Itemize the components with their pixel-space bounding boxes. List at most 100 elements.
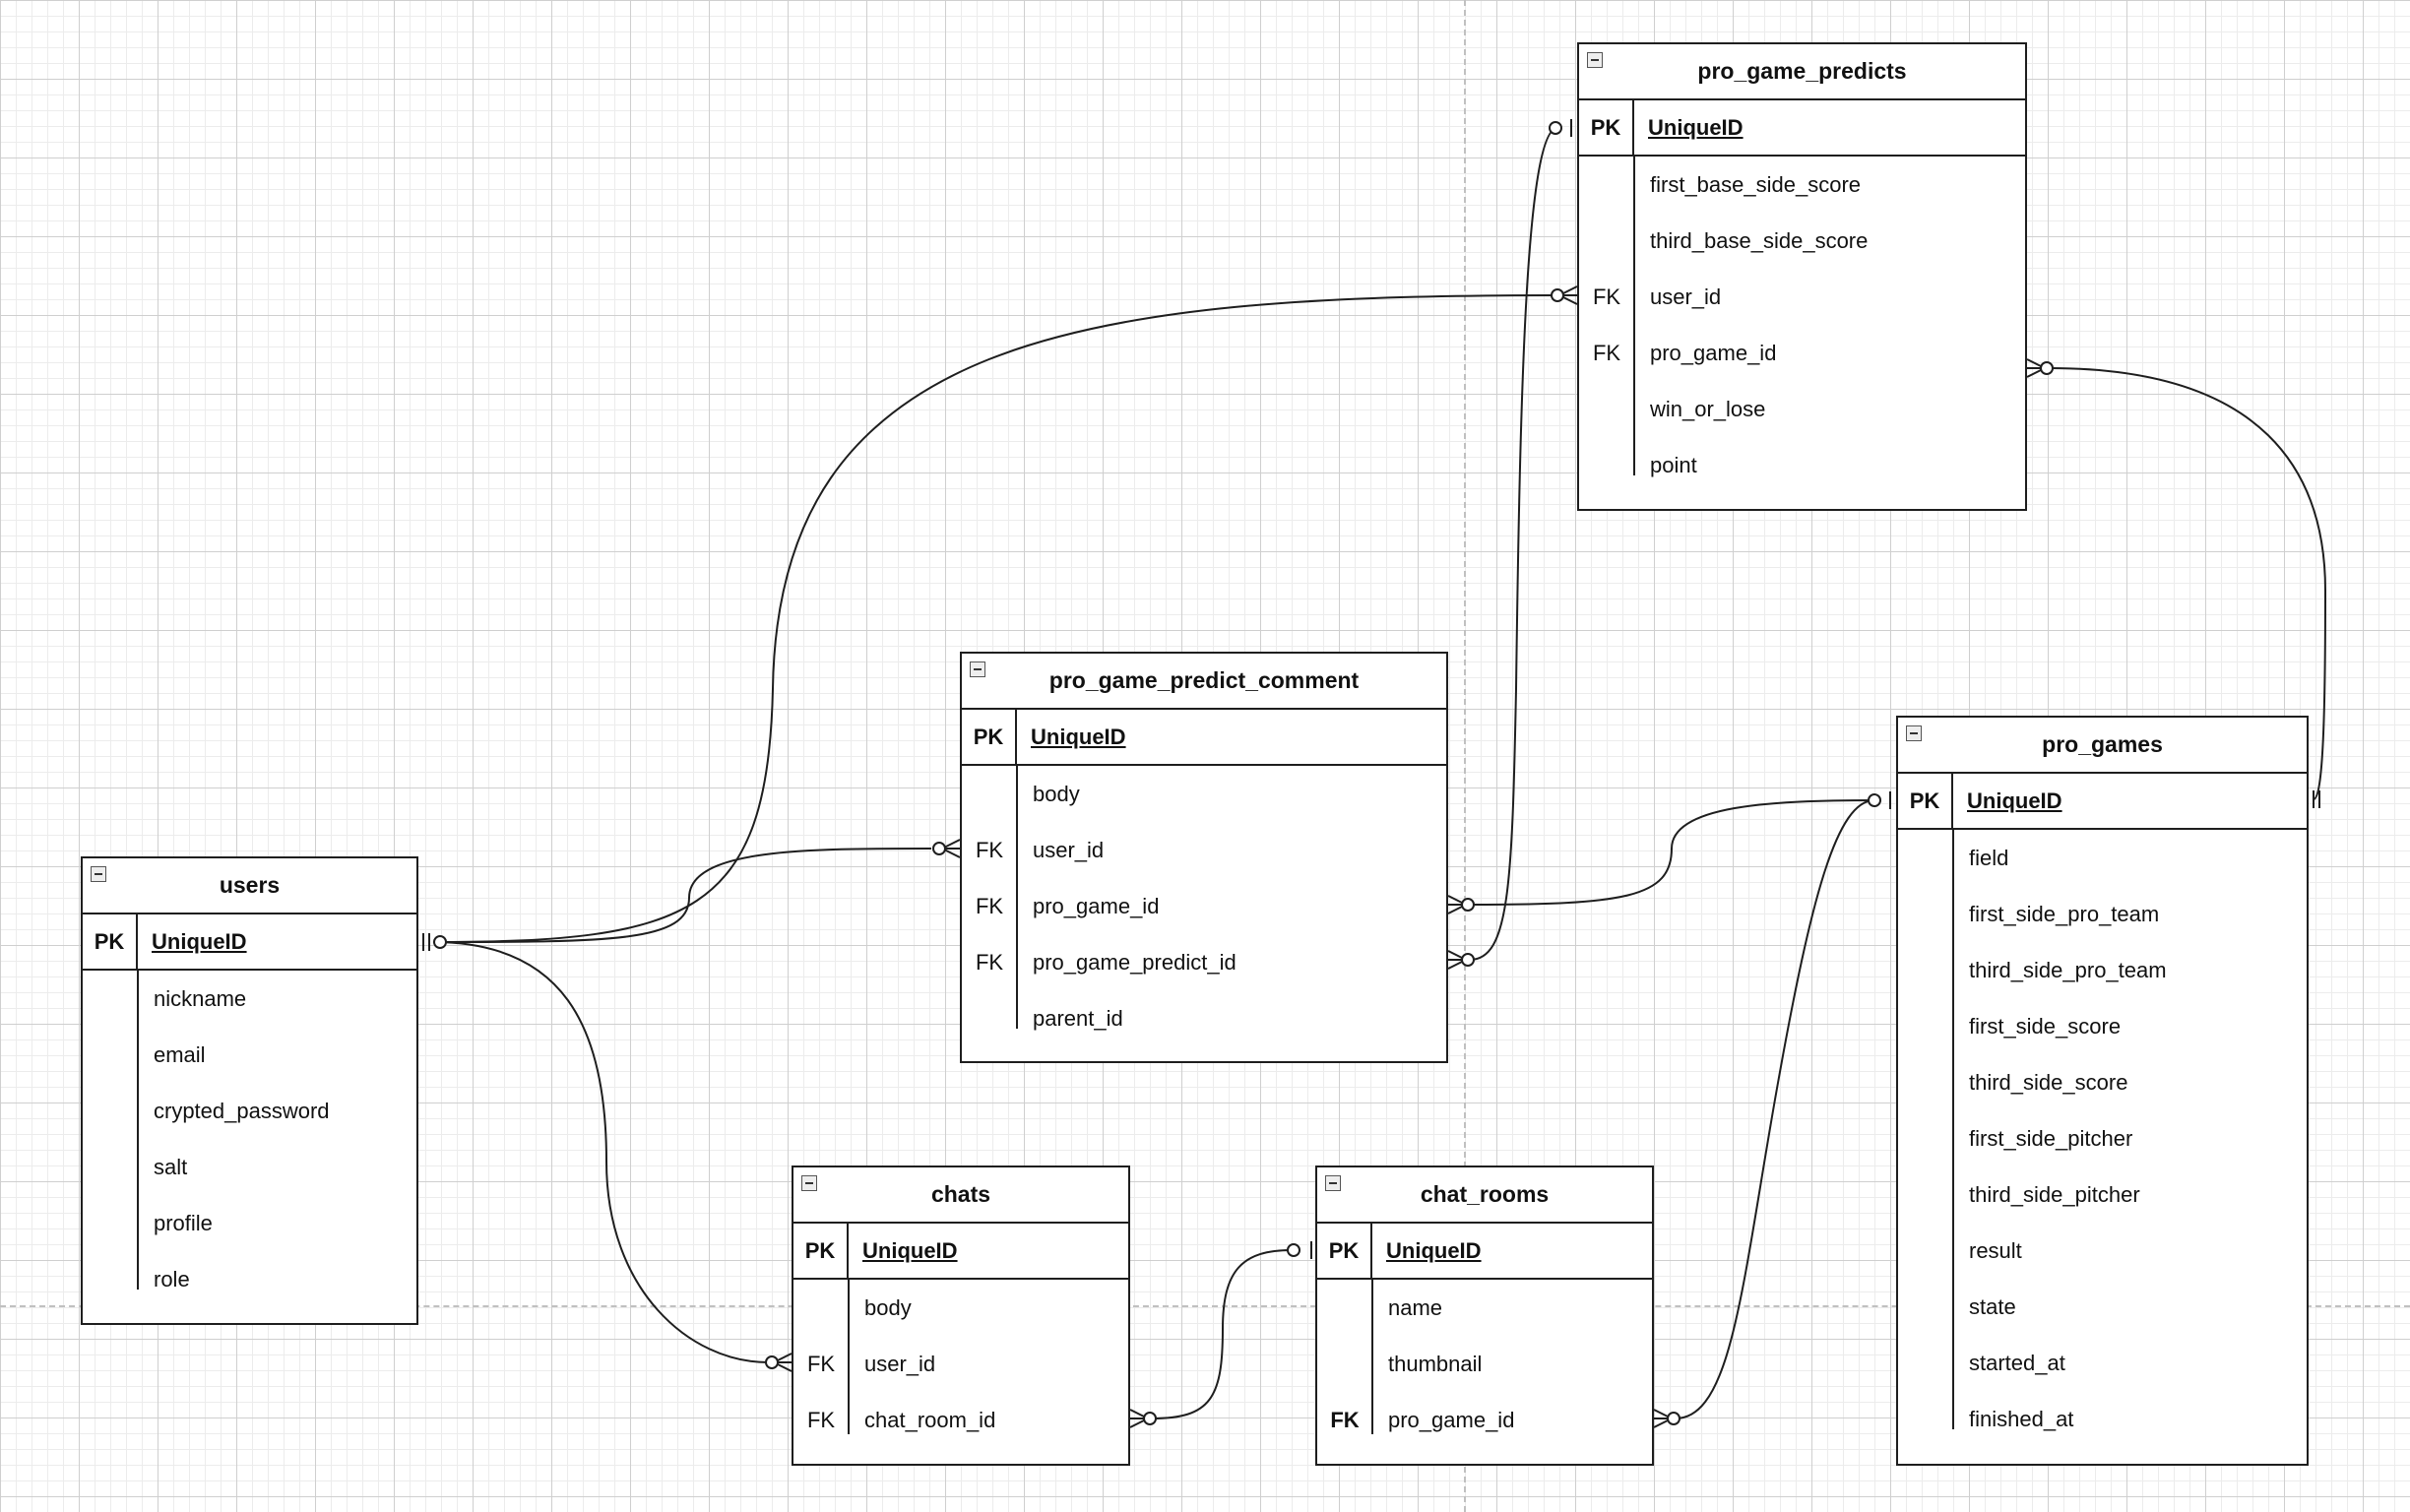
table-pro-game-predicts[interactable]: pro_game_predicts PK UniqueID first_base… xyxy=(1577,42,2027,511)
field-row[interactable]: third_side_score xyxy=(1898,1054,2307,1110)
field-row[interactable]: role xyxy=(83,1251,416,1307)
field-name: third_side_score xyxy=(1969,1069,2128,1095)
pk-row[interactable]: PK UniqueID xyxy=(1579,100,2025,157)
field-row[interactable]: finished_at xyxy=(1898,1391,2307,1447)
field-row[interactable]: thumbnail xyxy=(1317,1336,1652,1392)
field-name: chat_room_id xyxy=(864,1407,996,1432)
field-name: body xyxy=(1033,781,1080,806)
collapse-icon[interactable] xyxy=(1325,1175,1341,1191)
collapse-icon[interactable] xyxy=(91,866,106,882)
pk-field-name: UniqueID xyxy=(1031,724,1126,749)
field-name: first_side_score xyxy=(1969,1013,2122,1039)
field-name: salt xyxy=(154,1154,188,1179)
table-name: pro_game_predict_comment xyxy=(1048,667,1360,693)
collapse-icon[interactable] xyxy=(1906,725,1922,741)
field-row[interactable]: parent_id xyxy=(962,990,1446,1046)
field-row[interactable]: email xyxy=(83,1027,416,1083)
pk-field-name: UniqueID xyxy=(1648,114,1744,140)
field-row[interactable]: first_side_pitcher xyxy=(1898,1110,2307,1166)
field-name: user_id xyxy=(1650,284,1722,309)
field-name: parent_id xyxy=(1033,1005,1123,1031)
pk-label: PK xyxy=(1898,774,1953,828)
table-name: chats xyxy=(930,1181,991,1207)
table-pro-games[interactable]: pro_games PK UniqueID field first_side_p… xyxy=(1896,716,2309,1466)
table-chat-rooms[interactable]: chat_rooms PK UniqueID name thumbnail FK… xyxy=(1315,1166,1654,1466)
field-name: pro_game_id xyxy=(1388,1407,1515,1432)
relationship-line xyxy=(2049,367,2327,800)
field-name: first_base_side_score xyxy=(1650,171,1862,197)
field-name: user_id xyxy=(864,1351,936,1376)
field-row[interactable]: body xyxy=(793,1280,1128,1336)
field-name: profile xyxy=(154,1210,213,1235)
zero-marker xyxy=(1868,793,1881,807)
collapse-icon[interactable] xyxy=(1587,52,1603,68)
field-row[interactable]: body xyxy=(962,766,1446,822)
field-row[interactable]: crypted_password xyxy=(83,1083,416,1139)
field-name: third_base_side_score xyxy=(1650,227,1869,253)
field-name: win_or_lose xyxy=(1650,396,1766,421)
pk-label: PK xyxy=(83,914,138,969)
field-row[interactable]: name xyxy=(1317,1280,1652,1336)
field-name: state xyxy=(1969,1293,2016,1319)
pk-row[interactable]: PK UniqueID xyxy=(1898,774,2307,830)
field-name: finished_at xyxy=(1969,1406,2074,1431)
pk-row[interactable]: PK UniqueID xyxy=(793,1224,1128,1280)
field-row[interactable]: first_side_score xyxy=(1898,998,2307,1054)
field-row[interactable]: third_side_pro_team xyxy=(1898,942,2307,998)
field-key: FK xyxy=(1592,340,1621,365)
field-row[interactable]: third_base_side_score xyxy=(1579,213,2025,269)
field-row[interactable]: field xyxy=(1898,830,2307,886)
table-name: pro_games xyxy=(2042,731,2163,757)
zero-marker xyxy=(1287,1243,1300,1257)
table-title: pro_game_predicts xyxy=(1579,44,2025,100)
pk-row[interactable]: PK UniqueID xyxy=(962,710,1446,766)
field-name: name xyxy=(1388,1294,1443,1320)
pk-field-name: UniqueID xyxy=(1967,788,2062,813)
pk-row[interactable]: PK UniqueID xyxy=(1317,1224,1652,1280)
collapse-icon[interactable] xyxy=(801,1175,817,1191)
field-row[interactable]: first_side_pro_team xyxy=(1898,886,2307,942)
field-row[interactable]: salt xyxy=(83,1139,416,1195)
field-name: started_at xyxy=(1969,1350,2065,1375)
field-row[interactable]: profile xyxy=(83,1195,416,1251)
table-users[interactable]: users PK UniqueID nickname email crypted… xyxy=(81,856,418,1325)
table-title: chats xyxy=(793,1167,1128,1224)
field-row[interactable]: started_at xyxy=(1898,1335,2307,1391)
field-name: point xyxy=(1650,452,1697,477)
field-row[interactable]: state xyxy=(1898,1279,2307,1335)
page-guide-vertical xyxy=(1464,0,1466,1512)
field-name: field xyxy=(1969,845,2009,870)
field-row[interactable]: point xyxy=(1579,437,2025,493)
zero-marker xyxy=(765,1355,779,1369)
field-key: FK xyxy=(975,949,1004,975)
table-pro-game-predict-comment[interactable]: pro_game_predict_comment PK UniqueID bod… xyxy=(960,652,1448,1063)
field-name: third_side_pro_team xyxy=(1969,957,2167,982)
zero-marker xyxy=(1549,121,1562,135)
field-row[interactable]: first_base_side_score xyxy=(1579,157,2025,213)
field-row[interactable]: result xyxy=(1898,1223,2307,1279)
pk-row[interactable]: PK UniqueID xyxy=(83,914,416,971)
pk-label: PK xyxy=(1317,1224,1372,1278)
table-name: pro_game_predicts xyxy=(1697,58,1907,84)
field-name: first_side_pitcher xyxy=(1969,1125,2133,1151)
field-name: crypted_password xyxy=(154,1098,330,1123)
field-row[interactable]: win_or_lose xyxy=(1579,381,2025,437)
field-row[interactable]: nickname xyxy=(83,971,416,1027)
relationship-line xyxy=(432,294,1558,943)
zero-marker xyxy=(1667,1412,1681,1425)
collapse-icon[interactable] xyxy=(970,662,985,677)
field-row[interactable]: third_side_pitcher xyxy=(1898,1166,2307,1223)
pk-field-name: UniqueID xyxy=(1386,1237,1482,1263)
